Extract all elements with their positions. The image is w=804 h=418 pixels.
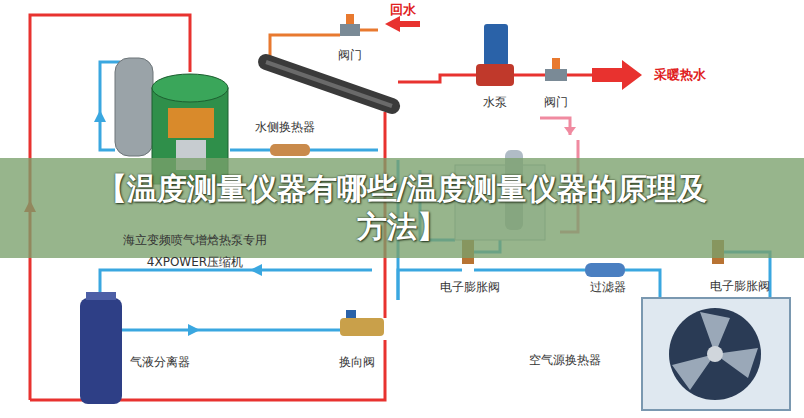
water-heat-exchanger — [266, 62, 392, 106]
part-label: 气液分离器 — [130, 355, 190, 369]
part-label: 水泵 — [483, 95, 507, 109]
valve — [340, 14, 360, 36]
pipe-arrow — [188, 324, 200, 336]
compressor — [115, 58, 153, 156]
water-pump — [476, 64, 514, 86]
part-label: 空气源换热器 — [529, 353, 601, 367]
return-pipe — [360, 29, 378, 32]
cold-pipe — [625, 270, 660, 298]
filter — [585, 263, 625, 277]
compressor — [152, 74, 228, 102]
reversing-valve — [346, 310, 356, 318]
air-heat-exchanger — [672, 312, 758, 390]
part-label: 电子膨胀阀 — [710, 279, 770, 293]
part-label: 采暖热水 — [654, 68, 706, 82]
filter-dryer — [270, 144, 310, 156]
gas-liquid-separator — [80, 292, 122, 404]
part-label: 阀门 — [544, 95, 568, 109]
pipe-arrow — [94, 110, 106, 122]
air-heat-exchanger — [707, 346, 723, 362]
cold-pipe — [100, 270, 372, 298]
part-label: 海立变频喷气增焓热泵专用 — [123, 233, 267, 247]
cold-pipe — [122, 329, 340, 332]
water-pump — [476, 24, 514, 86]
valve — [346, 14, 354, 24]
water-heat-exchanger — [266, 62, 392, 106]
pipe-arrow — [564, 127, 576, 135]
hot-pipe — [540, 118, 570, 135]
water-pump — [484, 24, 508, 66]
return-pipe — [270, 35, 340, 60]
gas-liquid-separator — [80, 298, 122, 404]
hot-water-arrow — [592, 60, 642, 90]
part-label: 过滤器 — [590, 280, 626, 294]
reversing-valve — [340, 318, 384, 336]
part-label: 电子膨胀阀 — [440, 280, 500, 294]
valve — [340, 24, 360, 36]
part-label: 阀门 — [338, 48, 362, 62]
air-heat-exchanger — [669, 308, 761, 400]
water-heat-exchanger — [266, 62, 392, 106]
compressor — [168, 108, 214, 138]
reversing-valve — [340, 310, 384, 336]
air-heat-exchanger — [642, 298, 790, 410]
part-label: 4XPOWER压缩机 — [147, 255, 243, 269]
part-label: 水侧换热器 — [255, 120, 315, 134]
part-label: 换向阀 — [339, 355, 375, 369]
return-arrow — [385, 16, 420, 32]
title-band: 【温度测量仪器有哪些/温度测量仪器的原理及方法】 — [0, 158, 804, 258]
part-label: 回水 — [390, 3, 416, 17]
air-heat-exchanger — [642, 298, 790, 410]
valve — [552, 58, 560, 69]
cold-pipe — [474, 269, 585, 272]
gas-liquid-separator — [86, 292, 116, 300]
valve — [545, 69, 567, 81]
valve — [545, 58, 567, 81]
pipe-arrow — [250, 264, 262, 276]
